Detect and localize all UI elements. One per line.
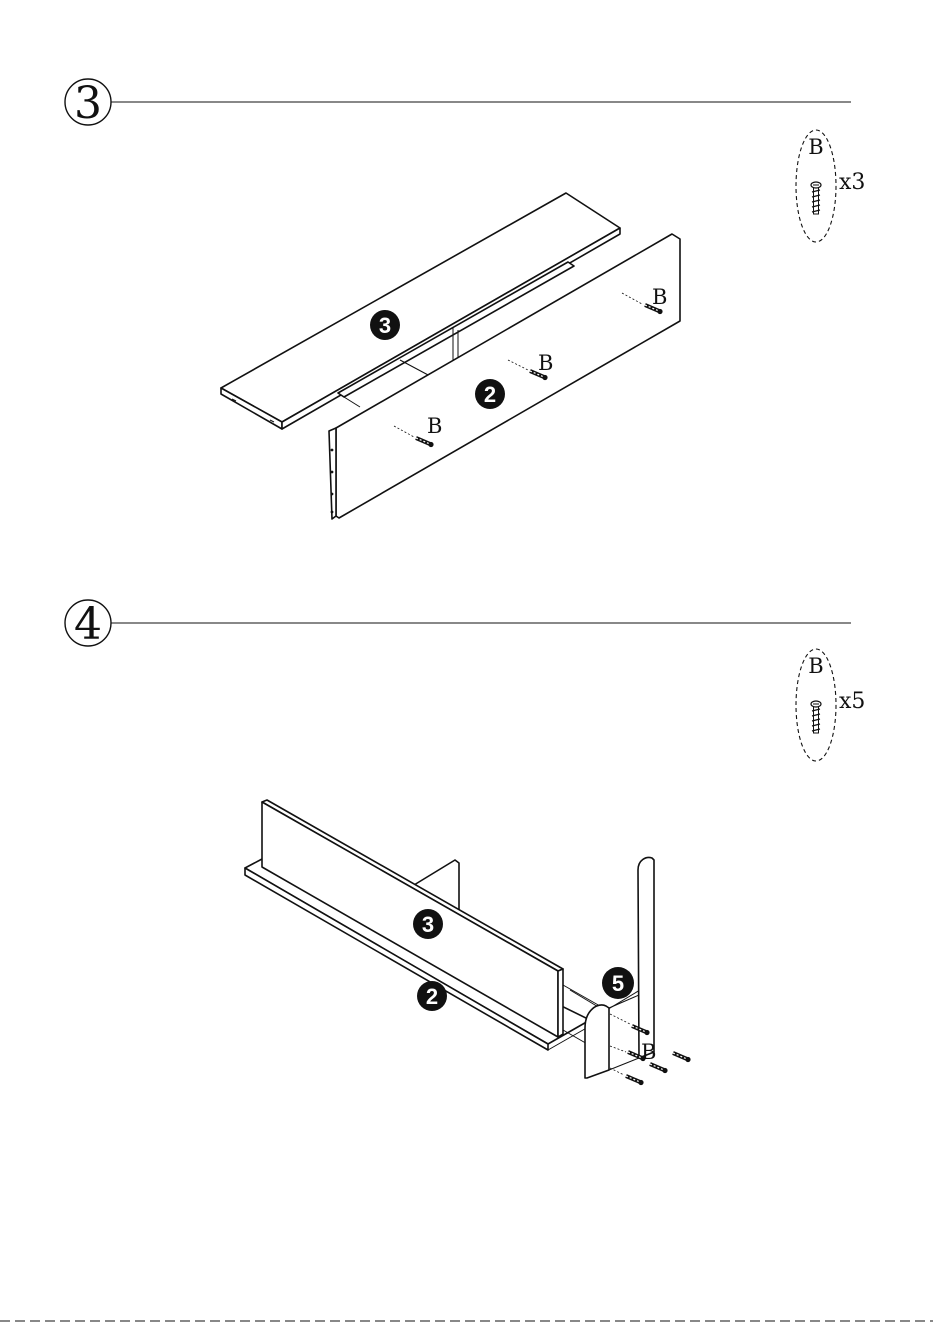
screw-icon	[626, 1076, 644, 1085]
screw-letter: B	[641, 1040, 656, 1064]
part-number-badge: 2	[417, 981, 447, 1011]
screw-icon	[811, 701, 821, 733]
screw-icon	[811, 182, 821, 214]
hardware-callout: B x3	[796, 130, 865, 242]
step-number-badge: 4	[65, 599, 111, 650]
hardware-callout: B x5	[796, 649, 865, 761]
part-number: 3	[379, 313, 391, 338]
part-number: 2	[426, 984, 438, 1009]
step-number: 4	[74, 599, 102, 650]
hardware-letter: B	[808, 654, 823, 678]
screw-icon	[650, 1064, 668, 1073]
part-number-badge: 3	[413, 909, 443, 939]
hardware-letter: B	[808, 135, 823, 159]
screw-letter: B	[427, 414, 442, 438]
screw-letter: B	[652, 285, 667, 309]
step-3: 3 B x3	[65, 78, 865, 519]
step-number-badge: 3	[65, 78, 111, 129]
part-number-badge: 2	[475, 379, 505, 409]
part-number: 3	[422, 912, 434, 937]
part-number-badge: 3	[370, 310, 400, 340]
hardware-quantity: x5	[839, 689, 865, 714]
step-4: 4 B x5	[65, 599, 865, 1085]
screw-letter: B	[538, 351, 553, 375]
part-number: 5	[612, 971, 624, 996]
part-number-badge: 5	[602, 967, 634, 999]
part-number: 2	[484, 382, 496, 407]
upright-panel	[262, 800, 563, 1037]
hardware-quantity: x3	[839, 170, 865, 195]
step-number: 3	[74, 78, 102, 129]
screw-icon	[673, 1053, 691, 1062]
